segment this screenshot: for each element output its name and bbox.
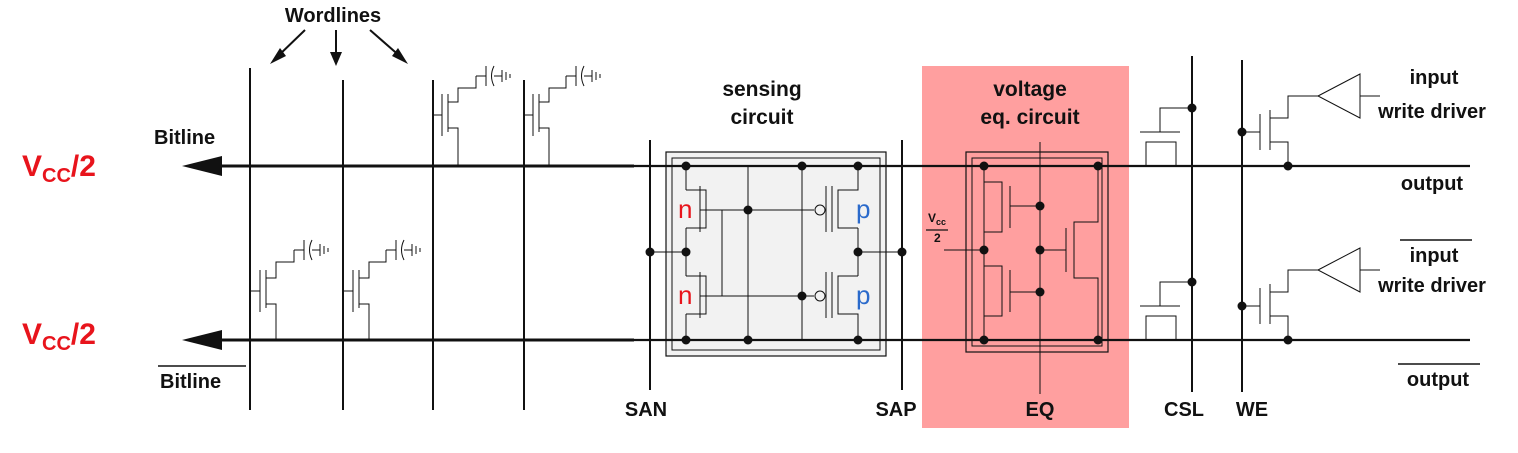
csl-label: CSL — [1164, 399, 1204, 421]
write-driver-top-label: write driver — [1377, 101, 1486, 123]
memory-cell-bottom-1 — [250, 239, 329, 340]
input-bar-label: input — [1410, 245, 1459, 267]
memory-cell-top-1 — [433, 65, 511, 166]
eq-vcc-numerator: Vcc — [928, 211, 946, 227]
input-label: input — [1410, 67, 1459, 89]
vcc-half-bottom-label: VCC/2 — [22, 318, 96, 355]
voltage-eq-label-2: eq. circuit — [980, 106, 1079, 129]
write-enable-top — [1242, 73, 1380, 166]
sensing-circuit-label-2: circuit — [730, 106, 793, 129]
write-driver-bottom-label: write driver — [1377, 275, 1486, 297]
sensing-circuit-box — [665, 151, 887, 357]
pmos-top-label: p — [856, 194, 870, 224]
bitline-bottom — [182, 330, 1470, 350]
output-bar-label: output — [1407, 369, 1470, 391]
vcc-half-top-label: VCC/2 — [22, 150, 96, 187]
bitline-label: Bitline — [154, 127, 215, 149]
eq-circuit-highlight — [922, 66, 1129, 428]
wordlines-label: Wordlines — [285, 5, 381, 27]
memory-cell-bottom-2 — [343, 239, 421, 340]
equalization-circuit — [944, 142, 1099, 394]
bitline-bar-label: Bitline — [160, 371, 221, 393]
wordlines — [249, 68, 525, 410]
wordline-arrows — [270, 29, 408, 66]
column-select-transistors — [1132, 107, 1192, 341]
output-label: output — [1401, 173, 1464, 195]
pmos-bottom-label: p — [856, 280, 870, 310]
memory-cell-top-2 — [524, 65, 601, 166]
eq-vcc-denominator: 2 — [934, 231, 941, 245]
voltage-eq-label: voltage — [993, 78, 1067, 101]
we-label: WE — [1236, 399, 1268, 421]
sensing-circuit-label: sensing — [722, 78, 801, 101]
nmos-bottom-label: n — [678, 280, 692, 310]
bitline-top — [182, 156, 1470, 176]
eq-label: EQ — [1026, 399, 1055, 421]
junction-dots — [645, 103, 1293, 345]
eq-circuit-box — [965, 151, 1109, 353]
san-label: SAN — [625, 399, 667, 421]
write-enable-bottom — [1242, 247, 1380, 340]
nmos-top-label: n — [678, 194, 692, 224]
sap-label: SAP — [875, 399, 916, 421]
